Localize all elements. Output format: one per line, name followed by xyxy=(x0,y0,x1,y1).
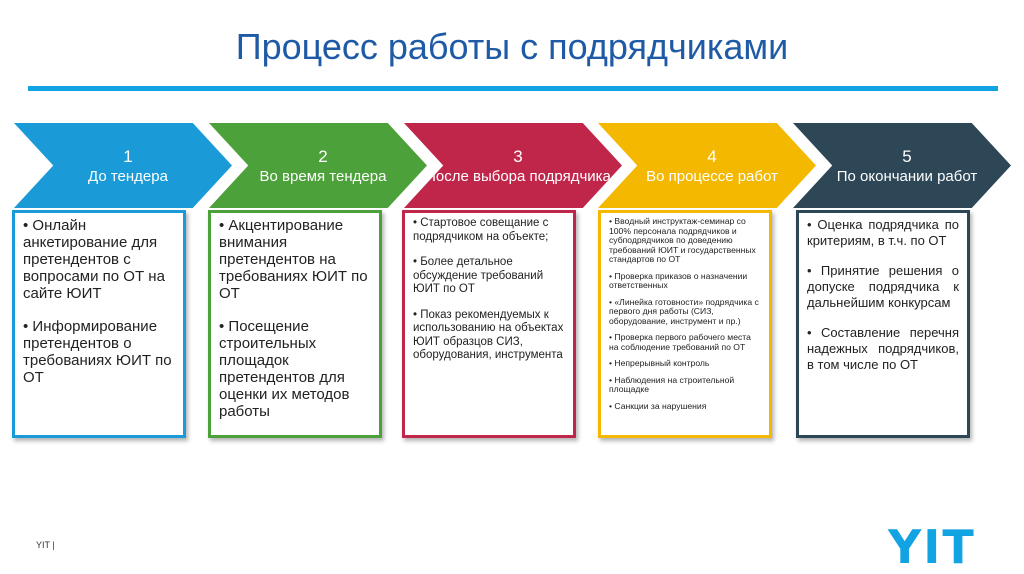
step-details-5: • Оценка подрядчика по критериям, в т.ч.… xyxy=(796,210,970,438)
page-title: Процесс работы с подрядчиками xyxy=(235,26,789,67)
bullet-item: • Наблюдения на строительной площадке xyxy=(609,374,735,394)
bullet-item: • Информирование претендентов о требован… xyxy=(23,318,172,386)
bullet-item: • Оценка подрядчика по критериям, в т.ч.… xyxy=(807,217,959,248)
step-details-2: • Акцентирование внимания претендентов н… xyxy=(208,210,382,438)
step-number: 3 xyxy=(513,146,523,166)
bullet-item: • Проверка первого рабочего места на соб… xyxy=(609,332,751,352)
bullet-item: • Составление перечня надежных подрядчик… xyxy=(807,325,959,372)
bullet-item: • Онлайн анкетирование для претендентов … xyxy=(23,217,165,302)
bullet-item: • Вводный инструктаж-семинар со 100% пер… xyxy=(609,216,756,264)
bullet-item: • Принятие решения о допуске подрядчика … xyxy=(807,263,959,310)
bullet-item: • Акцентирование внимания претендентов н… xyxy=(219,217,368,302)
bullet-item: • Показ рекомендуемых к использованию на… xyxy=(413,308,564,362)
step-number: 2 xyxy=(318,146,328,166)
bullet-item: • Посещение строительных площадок претен… xyxy=(219,318,350,420)
step-number: 5 xyxy=(902,146,912,166)
title-divider xyxy=(28,86,998,91)
bullet-item: • Санкции за нарушения xyxy=(609,400,707,411)
step-label: Во процессе работ xyxy=(646,167,778,185)
step-label: Во время тендера xyxy=(259,167,387,185)
bullet-item: • Непрерывный контроль xyxy=(609,358,710,368)
step-details-1: • Онлайн анкетирование для претендентов … xyxy=(12,210,186,438)
step-number: 4 xyxy=(707,146,717,166)
footer-text: YIT | xyxy=(36,540,55,550)
bullet-item: • «Линейка готовности» подрядчика с перв… xyxy=(609,296,759,326)
step-number: 1 xyxy=(123,146,133,166)
bullet-item: • Более детальное обсуждение требований … xyxy=(413,256,544,295)
step-label: После выбора подрядчика xyxy=(425,167,611,185)
bullet-item: • Стартовое совещание с подрядчиком на о… xyxy=(413,217,549,243)
bullet-item: • Проверка приказов о назначении ответст… xyxy=(609,270,748,290)
step-label: До тендера xyxy=(88,167,168,185)
step-details-4: • Вводный инструктаж-семинар со 100% пер… xyxy=(598,210,772,438)
yit-logo: YIT xyxy=(888,520,976,574)
step-details-3: • Стартовое совещание с подрядчиком на о… xyxy=(402,210,576,438)
step-label: По окончании работ xyxy=(836,167,978,185)
